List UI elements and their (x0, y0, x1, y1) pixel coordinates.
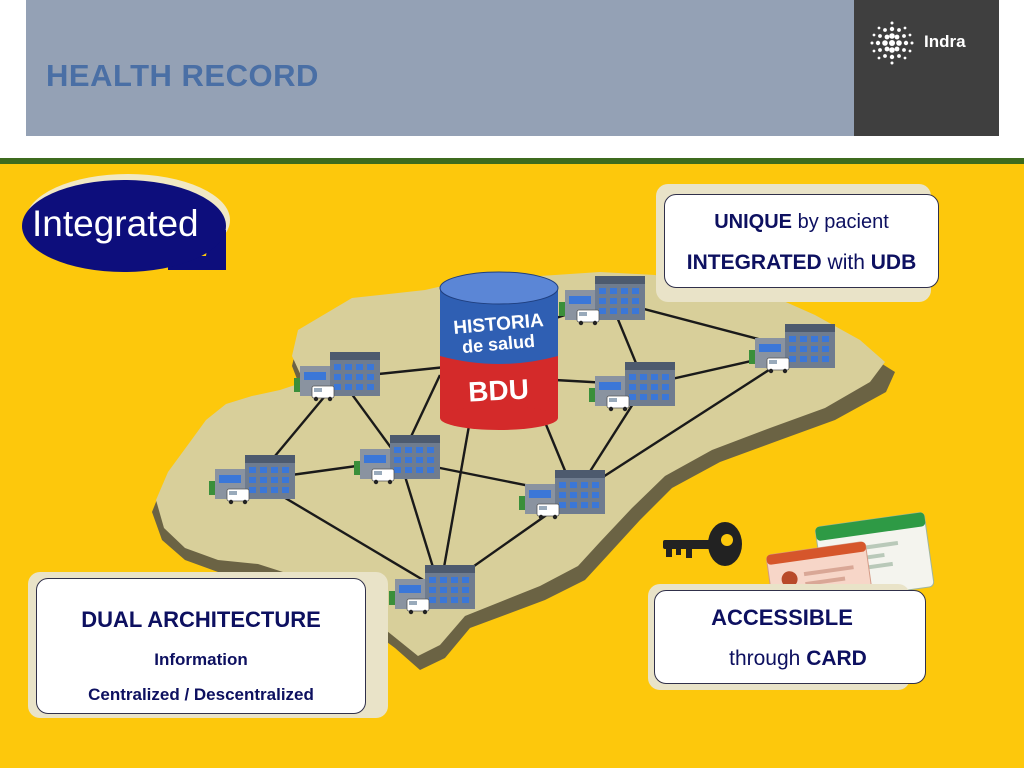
centralized-text: Centralized / Descentralized (88, 685, 314, 704)
hospital-building-icon (519, 470, 605, 520)
hospital-building-icon (559, 276, 645, 326)
divider-line (0, 158, 1024, 164)
hospital-building-icon (209, 455, 295, 505)
indra-logo-icon (870, 21, 914, 65)
udb-label: UDB (870, 251, 917, 274)
logo-panel: Indra (854, 0, 999, 136)
callout-unique: UNIQUE by pacient INTEGRATED with UDB (664, 194, 939, 288)
card-label: CARD (806, 647, 867, 670)
accessible-title: ACCESSIBLE (711, 605, 853, 630)
by-pacient-text: by pacient (792, 211, 889, 233)
logo-text: Indra (924, 32, 966, 51)
through-text: through (729, 647, 807, 670)
hospital-buildings (209, 276, 835, 615)
callout-accessible: ACCESSIBLE through CARD (654, 590, 926, 684)
callout-dual-architecture: DUAL ARCHITECTURE Information Centralize… (36, 578, 366, 714)
hospital-building-icon (389, 565, 475, 615)
database-label-bottom: BDU (467, 373, 529, 407)
header-bar (26, 0, 854, 136)
information-text: Information (154, 650, 248, 669)
hospital-building-icon (749, 324, 835, 374)
hospital-building-icon (294, 352, 380, 402)
dual-architecture-title: DUAL ARCHITECTURE (81, 607, 321, 632)
key-icon (663, 522, 742, 566)
hospital-building-icon (589, 362, 675, 412)
unique-label: UNIQUE (714, 211, 793, 233)
page-title: HEALTH RECORD (46, 58, 319, 93)
database-cylinder (439, 271, 559, 430)
integrated-label: INTEGRATED (686, 251, 822, 274)
hospital-building-icon (354, 435, 440, 485)
with-text: with (821, 251, 871, 274)
integrated-badge (22, 174, 230, 272)
integrated-badge-label: Integrated (32, 203, 199, 244)
